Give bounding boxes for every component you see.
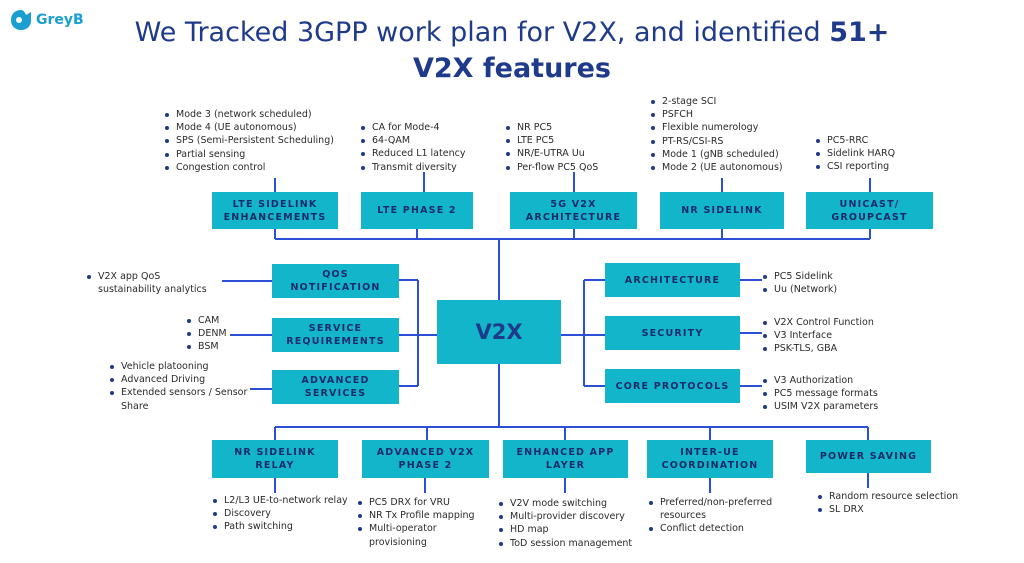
- list-item: ToD session management: [498, 537, 643, 550]
- list-item: Mode 4 (UE autonomous): [164, 121, 354, 134]
- box-nr-sidelink: NR SIDELINK: [660, 192, 784, 229]
- list-item: Advanced Driving: [109, 373, 251, 386]
- list-item: 64-QAM: [360, 134, 490, 147]
- list-item: Mode 3 (network scheduled): [164, 108, 354, 121]
- box-unicast: UNICAST/ GROUPCAST: [806, 192, 933, 229]
- list-5g-v2x: NR PC5 LTE PC5 NR/E-UTRA Uu Per-flow PC5…: [505, 121, 635, 174]
- list-item: PSFCH: [650, 108, 800, 121]
- list-item: Preferred/non-preferred resources: [648, 496, 798, 522]
- list-item: Flexible numerology: [650, 121, 800, 134]
- list-item: SPS (Semi-Persistent Scheduling): [164, 134, 354, 147]
- list-nr-relay: L2/L3 UE-to-network relay Discovery Path…: [212, 494, 362, 534]
- list-item: HD map: [498, 523, 643, 536]
- list-item: PC5 message formats: [762, 387, 902, 400]
- list-nr-sidelink: 2-stage SCI PSFCH Flexible numerology PT…: [650, 95, 800, 174]
- list-item: BSM: [186, 340, 246, 353]
- brand-name: GreyB: [36, 12, 84, 28]
- box-qos: QOS NOTIFICATION: [272, 264, 399, 298]
- list-item: Conflict detection: [648, 522, 798, 535]
- box-lte-sidelink: LTE SIDELINK ENHANCEMENTS: [212, 192, 338, 229]
- list-item: PC5 Sidelink: [762, 270, 902, 283]
- list-item: CAM: [186, 314, 246, 327]
- list-item: V2V mode switching: [498, 497, 643, 510]
- list-unicast: PC5-RRC Sidelink HARQ CSI reporting: [815, 134, 935, 174]
- list-item: NR/E-UTRA Uu: [505, 147, 635, 160]
- list-item: USIM V2X parameters: [762, 400, 902, 413]
- list-item: Partial sensing: [164, 148, 354, 161]
- page-title-line2: V2X features: [412, 53, 611, 84]
- brand-logo: GreyB: [10, 9, 84, 31]
- list-item: Reduced L1 latency: [360, 147, 490, 160]
- box-security: SECURITY: [605, 316, 740, 350]
- list-lte-phase2: CA for Mode-4 64-QAM Reduced L1 latency …: [360, 121, 490, 174]
- list-item: PC5-RRC: [815, 134, 935, 147]
- list-item: Transmit diversity: [360, 161, 490, 174]
- list-item: Discovery: [212, 507, 362, 520]
- list-item: LTE PC5: [505, 134, 635, 147]
- list-item: Vehicle platooning: [109, 360, 251, 373]
- list-item: V3 Authorization: [762, 374, 902, 387]
- list-item: V3 Interface: [762, 329, 902, 342]
- list-item: DENM: [186, 327, 246, 340]
- list-item: Multi-operator provisioning: [357, 522, 492, 548]
- list-item: V2X Control Function: [762, 316, 902, 329]
- list-item: V2X app QoS sustainability analytics: [86, 270, 222, 296]
- list-enhanced-app: V2V mode switching Multi-provider discov…: [498, 497, 643, 550]
- box-power: POWER SAVING: [806, 440, 931, 473]
- list-item: Mode 2 (UE autonomous): [650, 161, 800, 174]
- list-architecture: PC5 Sidelink Uu (Network): [762, 270, 902, 296]
- list-inter-ue: Preferred/non-preferred resources Confli…: [648, 496, 798, 536]
- box-advanced-services: ADVANCED SERVICES: [272, 370, 399, 404]
- list-item: Congestion control: [164, 161, 354, 174]
- list-item: CA for Mode-4: [360, 121, 490, 134]
- list-item: Multi-provider discovery: [498, 510, 643, 523]
- list-core: V3 Authorization PC5 message formats USI…: [762, 374, 902, 414]
- center-v2x: V2X: [437, 300, 561, 364]
- list-item: Random resource selection: [817, 490, 967, 503]
- box-architecture: ARCHITECTURE: [605, 263, 740, 297]
- list-item: L2/L3 UE-to-network relay: [212, 494, 362, 507]
- title-line1: We Tracked 3GPP work plan for V2X, and i…: [134, 17, 830, 48]
- list-security: V2X Control Function V3 Interface PSK-TL…: [762, 316, 902, 356]
- list-item: Uu (Network): [762, 283, 902, 296]
- list-item: Sidelink HARQ: [815, 147, 935, 160]
- box-inter-ue: INTER-UE COORDINATION: [647, 440, 773, 478]
- box-nr-relay: NR SIDELINK RELAY: [212, 440, 338, 478]
- list-item: NR PC5: [505, 121, 635, 134]
- list-advanced-services: Vehicle platooning Advanced Driving Exte…: [109, 360, 251, 413]
- list-item: PT-RS/CSI-RS: [650, 135, 800, 148]
- box-5g-v2x: 5G V2X ARCHITECTURE: [510, 192, 637, 229]
- list-item: SL DRX: [817, 503, 967, 516]
- list-item: PC5 DRX for VRU: [357, 496, 492, 509]
- box-core: CORE PROTOCOLS: [605, 369, 740, 403]
- list-lte-sidelink: Mode 3 (network scheduled) Mode 4 (UE au…: [164, 108, 354, 174]
- list-item: Per-flow PC5 QoS: [505, 161, 635, 174]
- list-item: Path switching: [212, 520, 362, 533]
- list-qos: V2X app QoS sustainability analytics: [86, 270, 222, 296]
- box-service: SERVICE REQUIREMENTS: [272, 318, 399, 352]
- box-enhanced-app: ENHANCED APP LAYER: [503, 440, 628, 478]
- list-item: CSI reporting: [815, 160, 935, 173]
- page-title: We Tracked 3GPP work plan for V2X, and i…: [90, 16, 934, 50]
- greyb-logo-icon: [11, 10, 31, 30]
- list-item: 2-stage SCI: [650, 95, 800, 108]
- list-item: PSK-TLS, GBA: [762, 342, 902, 355]
- list-power: Random resource selection SL DRX: [817, 490, 967, 516]
- box-lte-phase2: LTE PHASE 2: [361, 192, 473, 229]
- list-service: CAM DENM BSM: [186, 314, 246, 354]
- title-count: 51+: [829, 17, 890, 48]
- list-item: Mode 1 (gNB scheduled): [650, 148, 800, 161]
- list-item: Extended sensors / Sensor Share: [109, 386, 251, 412]
- list-adv-phase2: PC5 DRX for VRU NR Tx Profile mapping Mu…: [357, 496, 492, 549]
- box-adv-phase2: ADVANCED V2X PHASE 2: [362, 440, 489, 478]
- list-item: NR Tx Profile mapping: [357, 509, 492, 522]
